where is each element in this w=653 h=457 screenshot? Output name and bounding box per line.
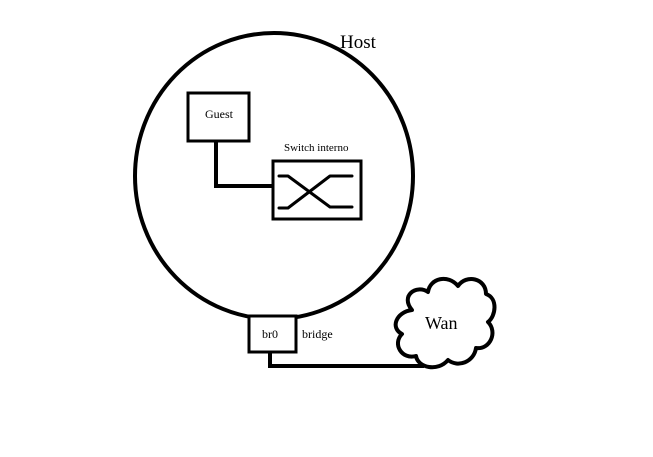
guest-label: Guest — [205, 107, 233, 121]
wan-label: Wan — [425, 313, 458, 333]
bridge-wan-link — [268, 352, 424, 368]
switch-box — [271, 159, 363, 221]
guest-box — [186, 91, 251, 143]
cloud-icon — [393, 276, 497, 370]
crossover-switch-icon — [277, 174, 354, 210]
br0-box — [247, 314, 298, 354]
br0-label: br0 — [262, 327, 278, 341]
guest-switch-link — [214, 141, 274, 188]
switch-label: Switch interno — [284, 142, 349, 154]
host-label: Host — [340, 32, 376, 53]
bridge-caption: bridge — [302, 327, 333, 341]
